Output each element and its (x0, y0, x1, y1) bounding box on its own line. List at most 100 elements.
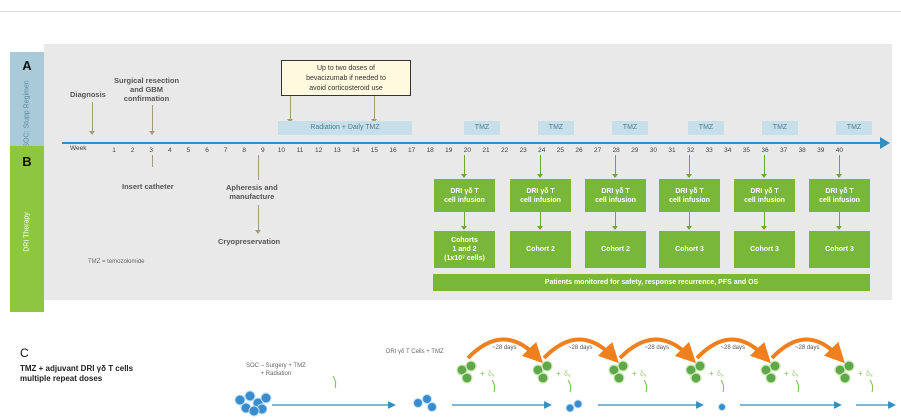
week-axis-label: Week (70, 145, 87, 152)
shrinking-cell-2 (573, 399, 583, 409)
cohort-connector-6 (839, 212, 840, 228)
surgery-arrowhead (149, 131, 155, 135)
cohort-first-line-2: 1 and 2 (452, 246, 477, 253)
week-tick-1: 1 (112, 147, 116, 154)
week-tick-9: 9 (260, 147, 265, 154)
cycle-arc-2 (542, 337, 619, 364)
week-tick-18: 18 (426, 147, 434, 154)
week-tick-21: 21 (482, 147, 490, 154)
gd-t-cell-5-1 (760, 364, 772, 376)
plus-sign-5: + (784, 369, 789, 378)
green-tick-5 (795, 379, 800, 393)
timeline-arrowhead (880, 137, 890, 149)
cycle-label-5: ~28 days (795, 345, 820, 351)
dri-tmz-flow-label: DRI γδ T Cells + TMZ (386, 349, 444, 355)
cycle-arc-4 (695, 337, 771, 364)
tumor-cell-1 (234, 394, 246, 406)
surgery-label: Surgical resection and GBM confirmation (114, 76, 179, 103)
cohort-first-line-1: Cohorts (451, 237, 478, 244)
infusion-3-line-2: cell infusion (595, 196, 636, 204)
cycle-arc-5 (770, 337, 845, 364)
week-tick-39: 39 (817, 147, 825, 154)
residual-cell-1 (413, 398, 423, 408)
cohort-connector-5 (764, 212, 765, 228)
cryo-arrowhead (255, 230, 261, 234)
panel-b-side-label: DRI Therapy (23, 212, 31, 252)
infusion-4-line-1: DRI γδ T (675, 187, 704, 195)
gd-t-cell-3-3 (613, 372, 625, 384)
tumor-cell-6 (256, 403, 268, 415)
infusion-arrowhead-5 (761, 174, 767, 178)
infusion-1-line-1: DRI γδ T (450, 187, 479, 195)
surgery-line-2: and GBM (130, 85, 163, 94)
gd-t-cell-2-1 (532, 364, 544, 376)
week-tick-40: 40 (835, 147, 844, 154)
tmz-glyph-1: δₐ (488, 371, 495, 378)
tumor-cell-4 (260, 392, 272, 404)
gd-t-cell-6-2 (843, 360, 855, 372)
week-tick-16: 16 (389, 147, 397, 154)
gd-t-cell-2-2 (541, 360, 553, 372)
bev-connector-left (290, 96, 291, 121)
cohort-box-6: Cohort 3 (809, 231, 870, 268)
plus-sign-4: + (709, 369, 714, 378)
panel-b-sidebar: B DRI Therapy (10, 146, 44, 312)
infusion-arrowhead-6 (836, 174, 842, 178)
apheresis-label: Apheresis and manufacture (226, 183, 278, 201)
infusion-arrowhead-2 (537, 174, 543, 178)
cohort-arrowhead-1 (461, 226, 467, 230)
cohort-arrowhead-5 (761, 226, 767, 230)
bev-line-2: bevacizumab if needed to (306, 75, 386, 82)
gd-t-cell-5-3 (765, 372, 777, 384)
final-cell (718, 403, 726, 411)
plus-sign-3: + (632, 369, 637, 378)
cohort-connector-1 (464, 212, 465, 228)
cycle-arc-3 (618, 337, 697, 364)
soc-flow-label: SOC – Surgery + TMZ + Radiation (246, 362, 306, 378)
week-tick-15: 15 (370, 147, 379, 154)
bev-connector-right (374, 96, 375, 121)
cohort-arrowhead-4 (686, 226, 692, 230)
week-tick-38: 38 (798, 147, 806, 154)
surgery-line-1: Surgical resection (114, 76, 180, 85)
green-tick-4 (720, 379, 725, 393)
week-tick-34: 34 (724, 147, 732, 154)
tmz-glyph-5: δₐ (792, 371, 799, 378)
cohort-box-4: Cohort 3 (659, 231, 720, 268)
week-tick-20: 20 (463, 147, 472, 154)
infusion-connector-3 (615, 155, 616, 175)
cohort-label-2: Cohort 2 (526, 246, 555, 253)
cohort-arrowhead-3 (612, 226, 618, 230)
residual-cell-3 (427, 402, 437, 412)
tmz-definition: TMZ = temozolomide (88, 259, 145, 265)
cycle-label-3: ~28 days (645, 345, 670, 351)
panel-c-title: TMZ + adjuvant DRI γδ T cells multiple r… (20, 364, 133, 384)
tumor-cell-5 (240, 402, 252, 414)
week-tick-29: 29 (631, 147, 639, 154)
panel-b-letter: B (22, 154, 32, 169)
bevacizumab-callout: Up to two doses of bevacizumab if needed… (281, 60, 411, 96)
gd-t-cell-2-3 (537, 372, 549, 384)
week-tick-22: 22 (500, 147, 509, 154)
week-tick-10: 10 (277, 147, 286, 154)
tmz-glyph-4: δₐ (717, 371, 724, 378)
infusion-connector-2 (540, 155, 541, 175)
tmz-bar-1: TMZ (464, 121, 500, 135)
diagnosis-label: Diagnosis (70, 90, 106, 99)
tumor-cell-3 (252, 397, 264, 409)
cycle-arc-1 (466, 337, 543, 364)
week-tick-35: 35 (742, 147, 751, 154)
week-tick-4: 4 (167, 147, 172, 154)
gd-t-cell-4-1 (685, 364, 697, 376)
apheresis-line-1: Apheresis and (226, 183, 278, 192)
panel-c-title-line-2: multiple repeat doses (20, 374, 103, 383)
insert-catheter-label: Insert catheter (122, 182, 174, 191)
week-tick-33: 33 (705, 147, 713, 154)
monitoring-banner: Patients monitored for safety, response … (433, 274, 870, 291)
green-tick-3 (643, 379, 648, 393)
